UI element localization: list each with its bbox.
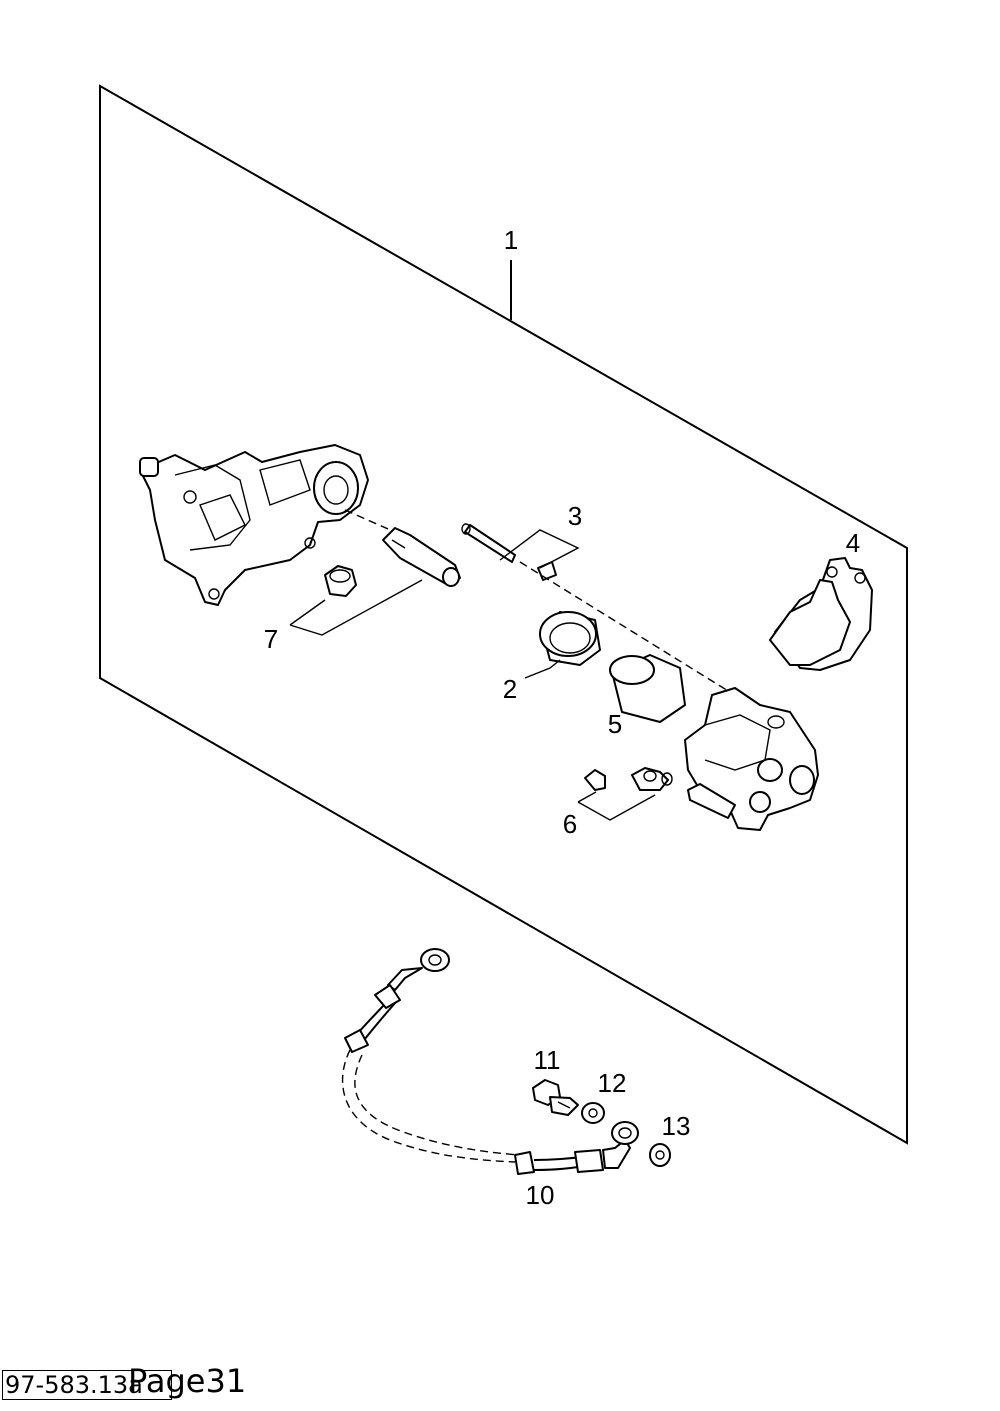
callout-10: 10 [526,1180,555,1210]
callout-4: 4 [846,528,860,558]
callout-6: 6 [563,809,577,839]
guide-pin [382,527,461,587]
piston-seal-ring [539,611,601,666]
sealing-washer-13 [649,1143,671,1167]
callout-6-branch [577,791,597,803]
callout-2-bracket [524,659,561,679]
callout-1: 1 [504,225,518,255]
bleeder-screw [584,767,673,791]
callout-13: 13 [662,1111,691,1141]
caliper-body [684,687,819,831]
page-number: Page31 [128,1362,247,1400]
callout-7: 7 [264,624,278,654]
callout-5: 5 [608,709,622,739]
kit-boundary-frame [99,84,908,1145]
callout-7-branch [289,599,326,626]
brake-hose [341,948,639,1175]
caliper-bracket [139,444,369,606]
sealing-washer-12 [581,1102,605,1124]
bracket-axis-dash [344,509,396,533]
callout-2: 2 [503,674,517,704]
callout-7-bracket [289,579,423,636]
rubber-plug [324,565,357,597]
callout-3-bracket [499,529,580,569]
drawing-code: 97-583.13a [2,1370,172,1400]
callout-12: 12 [598,1068,627,1098]
callout-3: 3 [568,501,582,531]
retaining-pin [461,523,516,563]
caliper-piston [609,654,686,723]
callout-6-bracket [577,794,656,821]
banjo-bolt [532,1079,579,1116]
callout-11: 11 [534,1045,561,1075]
brake-pads [769,557,873,671]
